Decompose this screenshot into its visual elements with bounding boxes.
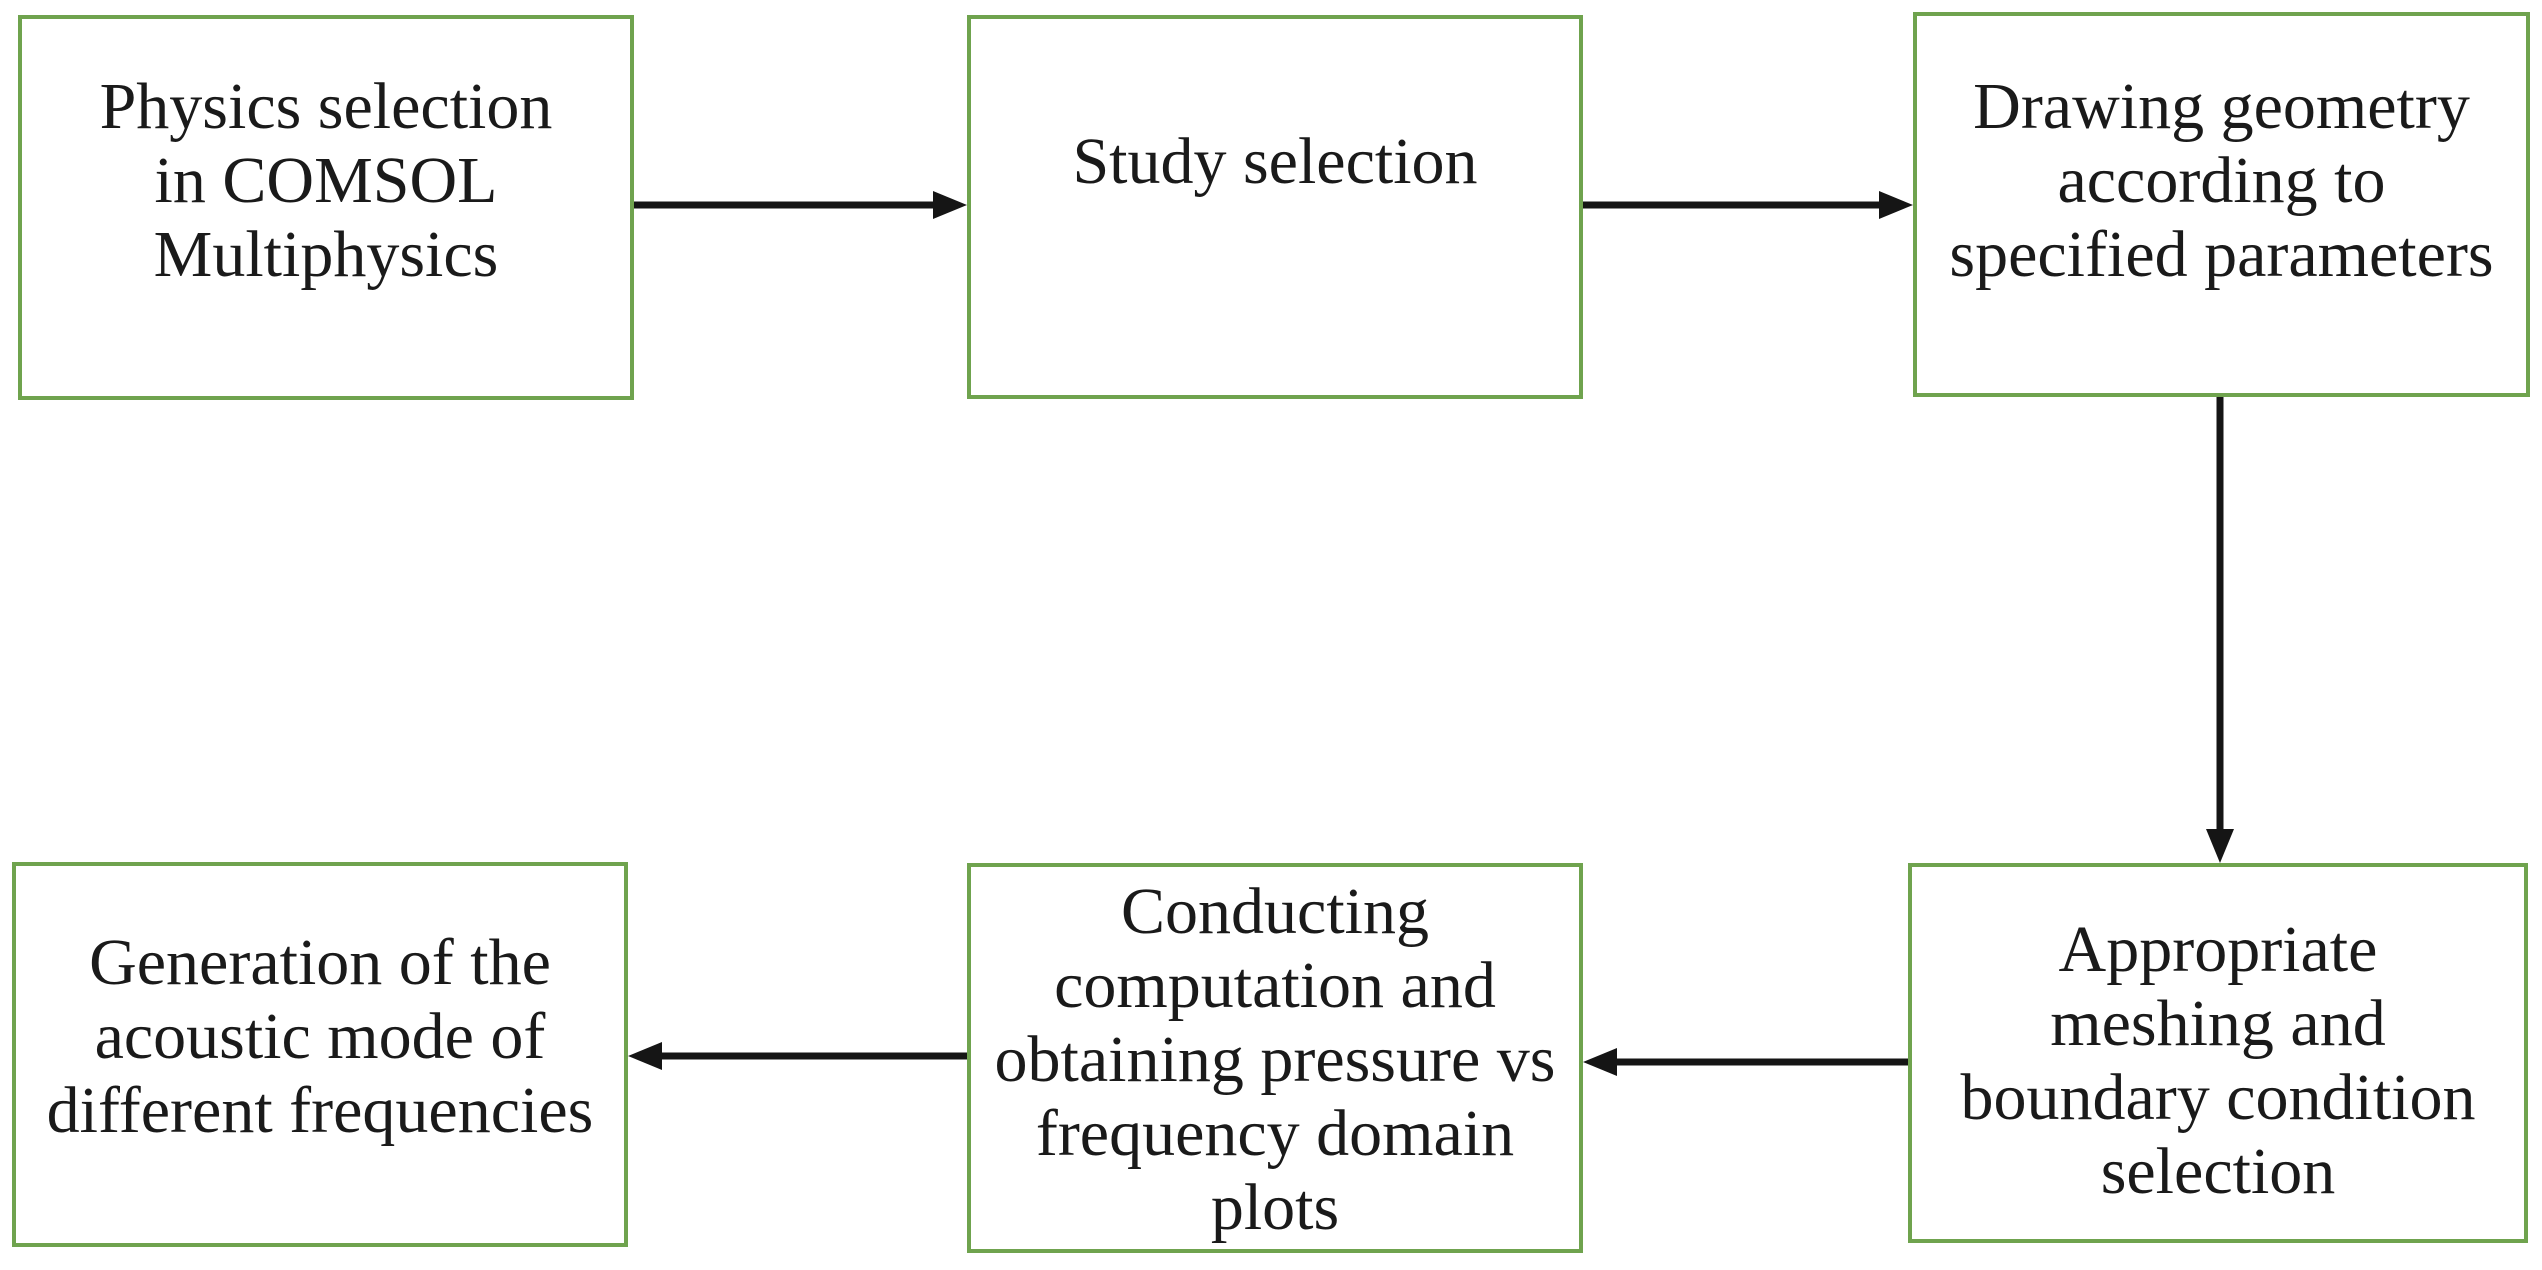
flow-step-meshing-boundary: Appropriate meshing and boundary conditi… bbox=[1908, 863, 2528, 1243]
flow-step-mode-generation-label: Generation of the acoustic mode of diffe… bbox=[46, 926, 594, 1147]
flow-step-study-selection: Study selection bbox=[967, 15, 1583, 399]
flow-step-physics-selection: Physics selection in COMSOL Multiphysics bbox=[18, 15, 634, 400]
flow-step-computation-plots-label: Conducting computation and obtaining pre… bbox=[994, 875, 1556, 1244]
arrow-geometry-to-meshing bbox=[2206, 397, 2234, 863]
arrow-computation-to-generation bbox=[628, 1042, 967, 1070]
arrow-study-to-geometry bbox=[1583, 191, 1913, 219]
arrow-meshing-to-computation bbox=[1583, 1048, 1908, 1076]
flow-step-mode-generation: Generation of the acoustic mode of diffe… bbox=[12, 862, 628, 1247]
flow-step-drawing-geometry: Drawing geometry according to specified … bbox=[1913, 12, 2530, 397]
flow-step-meshing-boundary-label: Appropriate meshing and boundary conditi… bbox=[1960, 913, 2476, 1208]
flow-step-physics-selection-label: Physics selection in COMSOL Multiphysics bbox=[99, 70, 553, 291]
flow-step-study-selection-label: Study selection bbox=[1072, 125, 1478, 198]
flow-step-drawing-geometry-label: Drawing geometry according to specified … bbox=[1949, 70, 2494, 291]
arrow-physics-to-study bbox=[634, 191, 967, 219]
flow-step-computation-plots: Conducting computation and obtaining pre… bbox=[967, 863, 1583, 1253]
